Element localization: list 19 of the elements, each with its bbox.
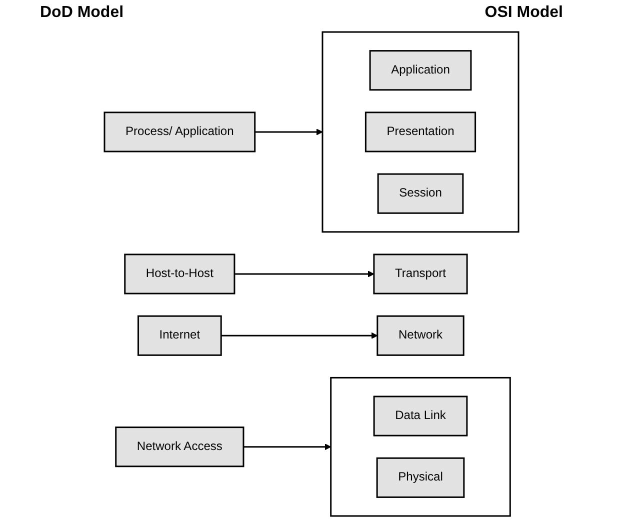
cluster: [330, 376, 511, 517]
cluster: [322, 31, 520, 233]
node-box: Data Link: [373, 396, 468, 436]
node-box: Session: [377, 173, 464, 214]
node-box: Internet: [137, 315, 222, 356]
arrow: [234, 270, 374, 278]
node-box: Process/ Application: [104, 112, 256, 152]
node-box: Application: [369, 50, 472, 91]
arrow: [254, 128, 323, 136]
node-box: Physical: [376, 457, 465, 498]
column-heading: OSI Model: [484, 4, 563, 23]
node-box: Network: [376, 315, 464, 356]
node-box: Network Access: [115, 426, 244, 468]
node-box: Transport: [373, 254, 468, 294]
arrow: [243, 444, 332, 450]
arrow: [221, 332, 378, 339]
node-box: Presentation: [364, 112, 476, 152]
column-heading: DoD Model: [40, 4, 124, 23]
node-box: Host-to-Host: [124, 254, 236, 294]
